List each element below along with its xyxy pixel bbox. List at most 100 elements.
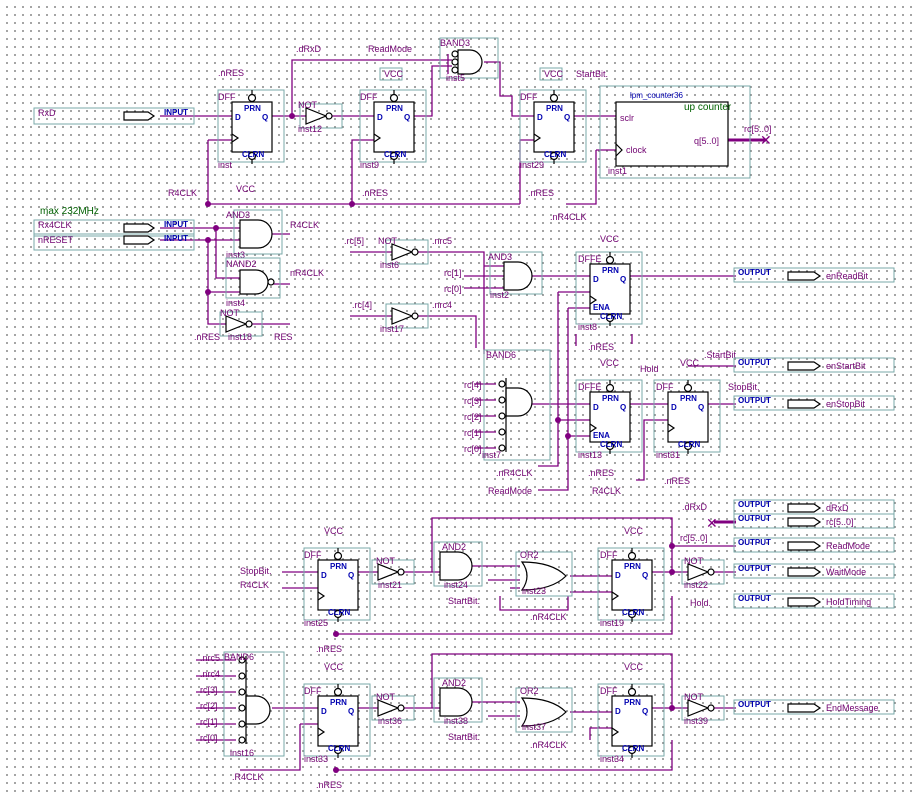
- pin-name: nRESET: [38, 235, 74, 245]
- svg-text:DFF: DFF: [600, 550, 618, 560]
- svg-text:NOT: NOT: [684, 556, 704, 566]
- svg-text:inst12: inst12: [298, 124, 322, 134]
- svg-text:BAND3: BAND3: [440, 38, 470, 48]
- nand2-inst4[interactable]: NAND2 inst4: [225, 257, 281, 308]
- nres-label: .nRES: [194, 332, 220, 342]
- not-inst12[interactable]: NOT inst12: [298, 100, 343, 134]
- not-inst36[interactable]: NOT inst36: [371, 692, 415, 726]
- dff-inst31[interactable]: DFF PRN D Q CLRN inst31: [653, 379, 721, 460]
- or2-inst23[interactable]: OR2 inst23: [515, 550, 573, 597]
- not-inst39[interactable]: NOT inst39: [681, 692, 725, 726]
- svg-text:PRN: PRN: [330, 562, 347, 571]
- input-pin-nreset[interactable]: INPUT nRESET: [33, 233, 195, 251]
- or2-inst37[interactable]: OR2 inst37: [515, 686, 573, 733]
- svg-text:ENA: ENA: [593, 303, 610, 312]
- svg-text:AND3: AND3: [226, 210, 250, 220]
- svg-text:PRN: PRN: [624, 698, 641, 707]
- svg-text:D: D: [671, 403, 677, 412]
- counter-name: lpm_counter36: [630, 91, 683, 100]
- band6-inst16[interactable]: BAND6 inst16: [223, 651, 285, 758]
- input-pin-rxd[interactable]: INPUT RxD: [33, 107, 195, 125]
- svg-text:D: D: [593, 403, 599, 412]
- r4clk-label: R4CLK: [168, 188, 197, 198]
- and2-inst38[interactable]: AND2 inst38: [433, 677, 483, 726]
- not-inst21[interactable]: NOT inst21: [371, 556, 415, 590]
- dff-inst33[interactable]: DFF PRN D Q CLRN inst33: [303, 683, 371, 764]
- and2-inst3[interactable]: AND3 inst3: [226, 209, 283, 260]
- and2-inst24[interactable]: AND2 inst24: [433, 541, 483, 590]
- svg-text:DFFE: DFFE: [578, 382, 602, 392]
- vcc-symbol: VCC: [539, 67, 564, 81]
- svg-text:VCC: VCC: [544, 69, 564, 79]
- svg-text:NOT: NOT: [378, 236, 398, 246]
- lpm-counter36[interactable]: lpm_counter36 up counter sclr clock q[5.…: [599, 85, 751, 179]
- svg-text:rc[5..0]: rc[5..0]: [826, 517, 854, 527]
- input-pin-rx4clk[interactable]: INPUT Rx4CLK: [33, 219, 195, 237]
- band7-input-label: rc[2]: [464, 412, 482, 422]
- and3-inst2[interactable]: AND3 inst2: [488, 251, 543, 300]
- svg-text:inst16: inst16: [230, 748, 254, 758]
- dff-inst[interactable]: DFF PRN D Q CLRN inst: [217, 89, 285, 170]
- svg-text:OUTPUT: OUTPUT: [738, 594, 771, 603]
- band16-input-label: rc[0]: [200, 733, 218, 743]
- dff-inst34[interactable]: DFF PRN D Q CLRN inst34: [597, 683, 665, 764]
- svg-text:inst37: inst37: [522, 722, 546, 732]
- band7-input-label: rc[1]: [464, 428, 482, 438]
- not-inst22[interactable]: NOT inst22: [681, 556, 725, 590]
- vcc-symbol: VCC: [600, 358, 620, 368]
- svg-text:inst5: inst5: [446, 73, 465, 83]
- dffe-inst13[interactable]: DFFE PRN D Q ENA CLRN inst13: [575, 379, 643, 460]
- svg-text:NOT: NOT: [684, 692, 704, 702]
- band6-inst7[interactable]: BAND6 inst7: [482, 349, 551, 461]
- svg-text:inst2: inst2: [490, 290, 509, 300]
- dff-inst9[interactable]: DFF PRN D Q CLRN inst9: [359, 89, 427, 170]
- svg-text:inst34: inst34: [600, 754, 624, 764]
- svg-text:OUTPUT: OUTPUT: [738, 564, 771, 573]
- pin-tag: INPUT: [164, 234, 188, 243]
- bus-end-x-icon: ✕: [706, 515, 718, 531]
- startbit-label: StartBit.: [448, 596, 480, 606]
- not-inst6[interactable]: NOT inst6: [378, 236, 429, 270]
- band7-input-label: rc[0]: [464, 444, 482, 454]
- output-pin-enstopbit[interactable]: OUTPUT enStopBit: [733, 395, 895, 411]
- not-inst17[interactable]: inst17: [380, 303, 429, 334]
- svg-text:DFF: DFF: [656, 382, 674, 392]
- output-pin-endmessage[interactable]: OUTPUT EndMessage: [733, 699, 895, 715]
- output-pin-enstartbit[interactable]: OUTPUT enStartBit: [733, 357, 895, 373]
- not-inst18[interactable]: NOT inst18: [219, 308, 263, 342]
- res-label: RES: [274, 332, 293, 342]
- vcc-symbol: VCC: [680, 358, 700, 368]
- readmode-label: ReadMode: [368, 44, 412, 54]
- output-pin-enreadbit[interactable]: OUTPUT enReadBit: [733, 267, 895, 283]
- dff-inst19[interactable]: DFF PRN D Q CLRN inst19: [597, 547, 665, 628]
- output-pin-holdtiming[interactable]: OUTPUT HoldTiming: [733, 593, 895, 609]
- output-pin-waitmode[interactable]: OUTPUT WaitMode: [733, 563, 895, 579]
- dff-inst25[interactable]: DFF PRN D Q CLRN inst25: [303, 547, 371, 628]
- svg-text:PRN: PRN: [602, 266, 619, 275]
- svg-text:CLRN: CLRN: [328, 744, 350, 753]
- nr4clk-label: .nR4CLK: [530, 612, 567, 622]
- svg-text:inst36: inst36: [378, 716, 402, 726]
- rc0-label: rc[0]: [444, 284, 462, 294]
- readmode-label: ReadMode: [488, 486, 532, 496]
- band16-input-label: .nrc4: [200, 669, 220, 679]
- svg-text:inst31: inst31: [656, 450, 680, 460]
- stopbit-input-label: StopBit.: [240, 566, 272, 576]
- svg-text:inst19: inst19: [600, 618, 624, 628]
- svg-text:AND2: AND2: [442, 542, 466, 552]
- svg-text:D: D: [615, 571, 621, 580]
- svg-text:inst29: inst29: [520, 160, 544, 170]
- output-pin-rc-bus[interactable]: OUTPUT rc[5..0]: [733, 513, 895, 529]
- band3-inst5[interactable]: BAND3 inst5: [439, 37, 499, 83]
- svg-text:DFFE: DFFE: [578, 254, 602, 264]
- dff-inst29[interactable]: DFF PRN D Q CLRN inst29: [519, 89, 587, 170]
- dffe-inst8[interactable]: DFFE PRN D Q ENA CLRN inst8: [575, 251, 643, 332]
- output-pin-drxd[interactable]: OUTPUT dRxD: [733, 499, 895, 515]
- output-pin-readmode[interactable]: OUTPUT ReadMode: [733, 537, 895, 553]
- r4clk-out-label: R4CLK: [290, 220, 319, 230]
- bus-end-x-icon: ✕: [760, 132, 772, 148]
- svg-text:PRN: PRN: [624, 562, 641, 571]
- svg-text:inst21: inst21: [378, 580, 402, 590]
- svg-text:inst17: inst17: [380, 324, 404, 334]
- svg-text:D: D: [321, 571, 327, 580]
